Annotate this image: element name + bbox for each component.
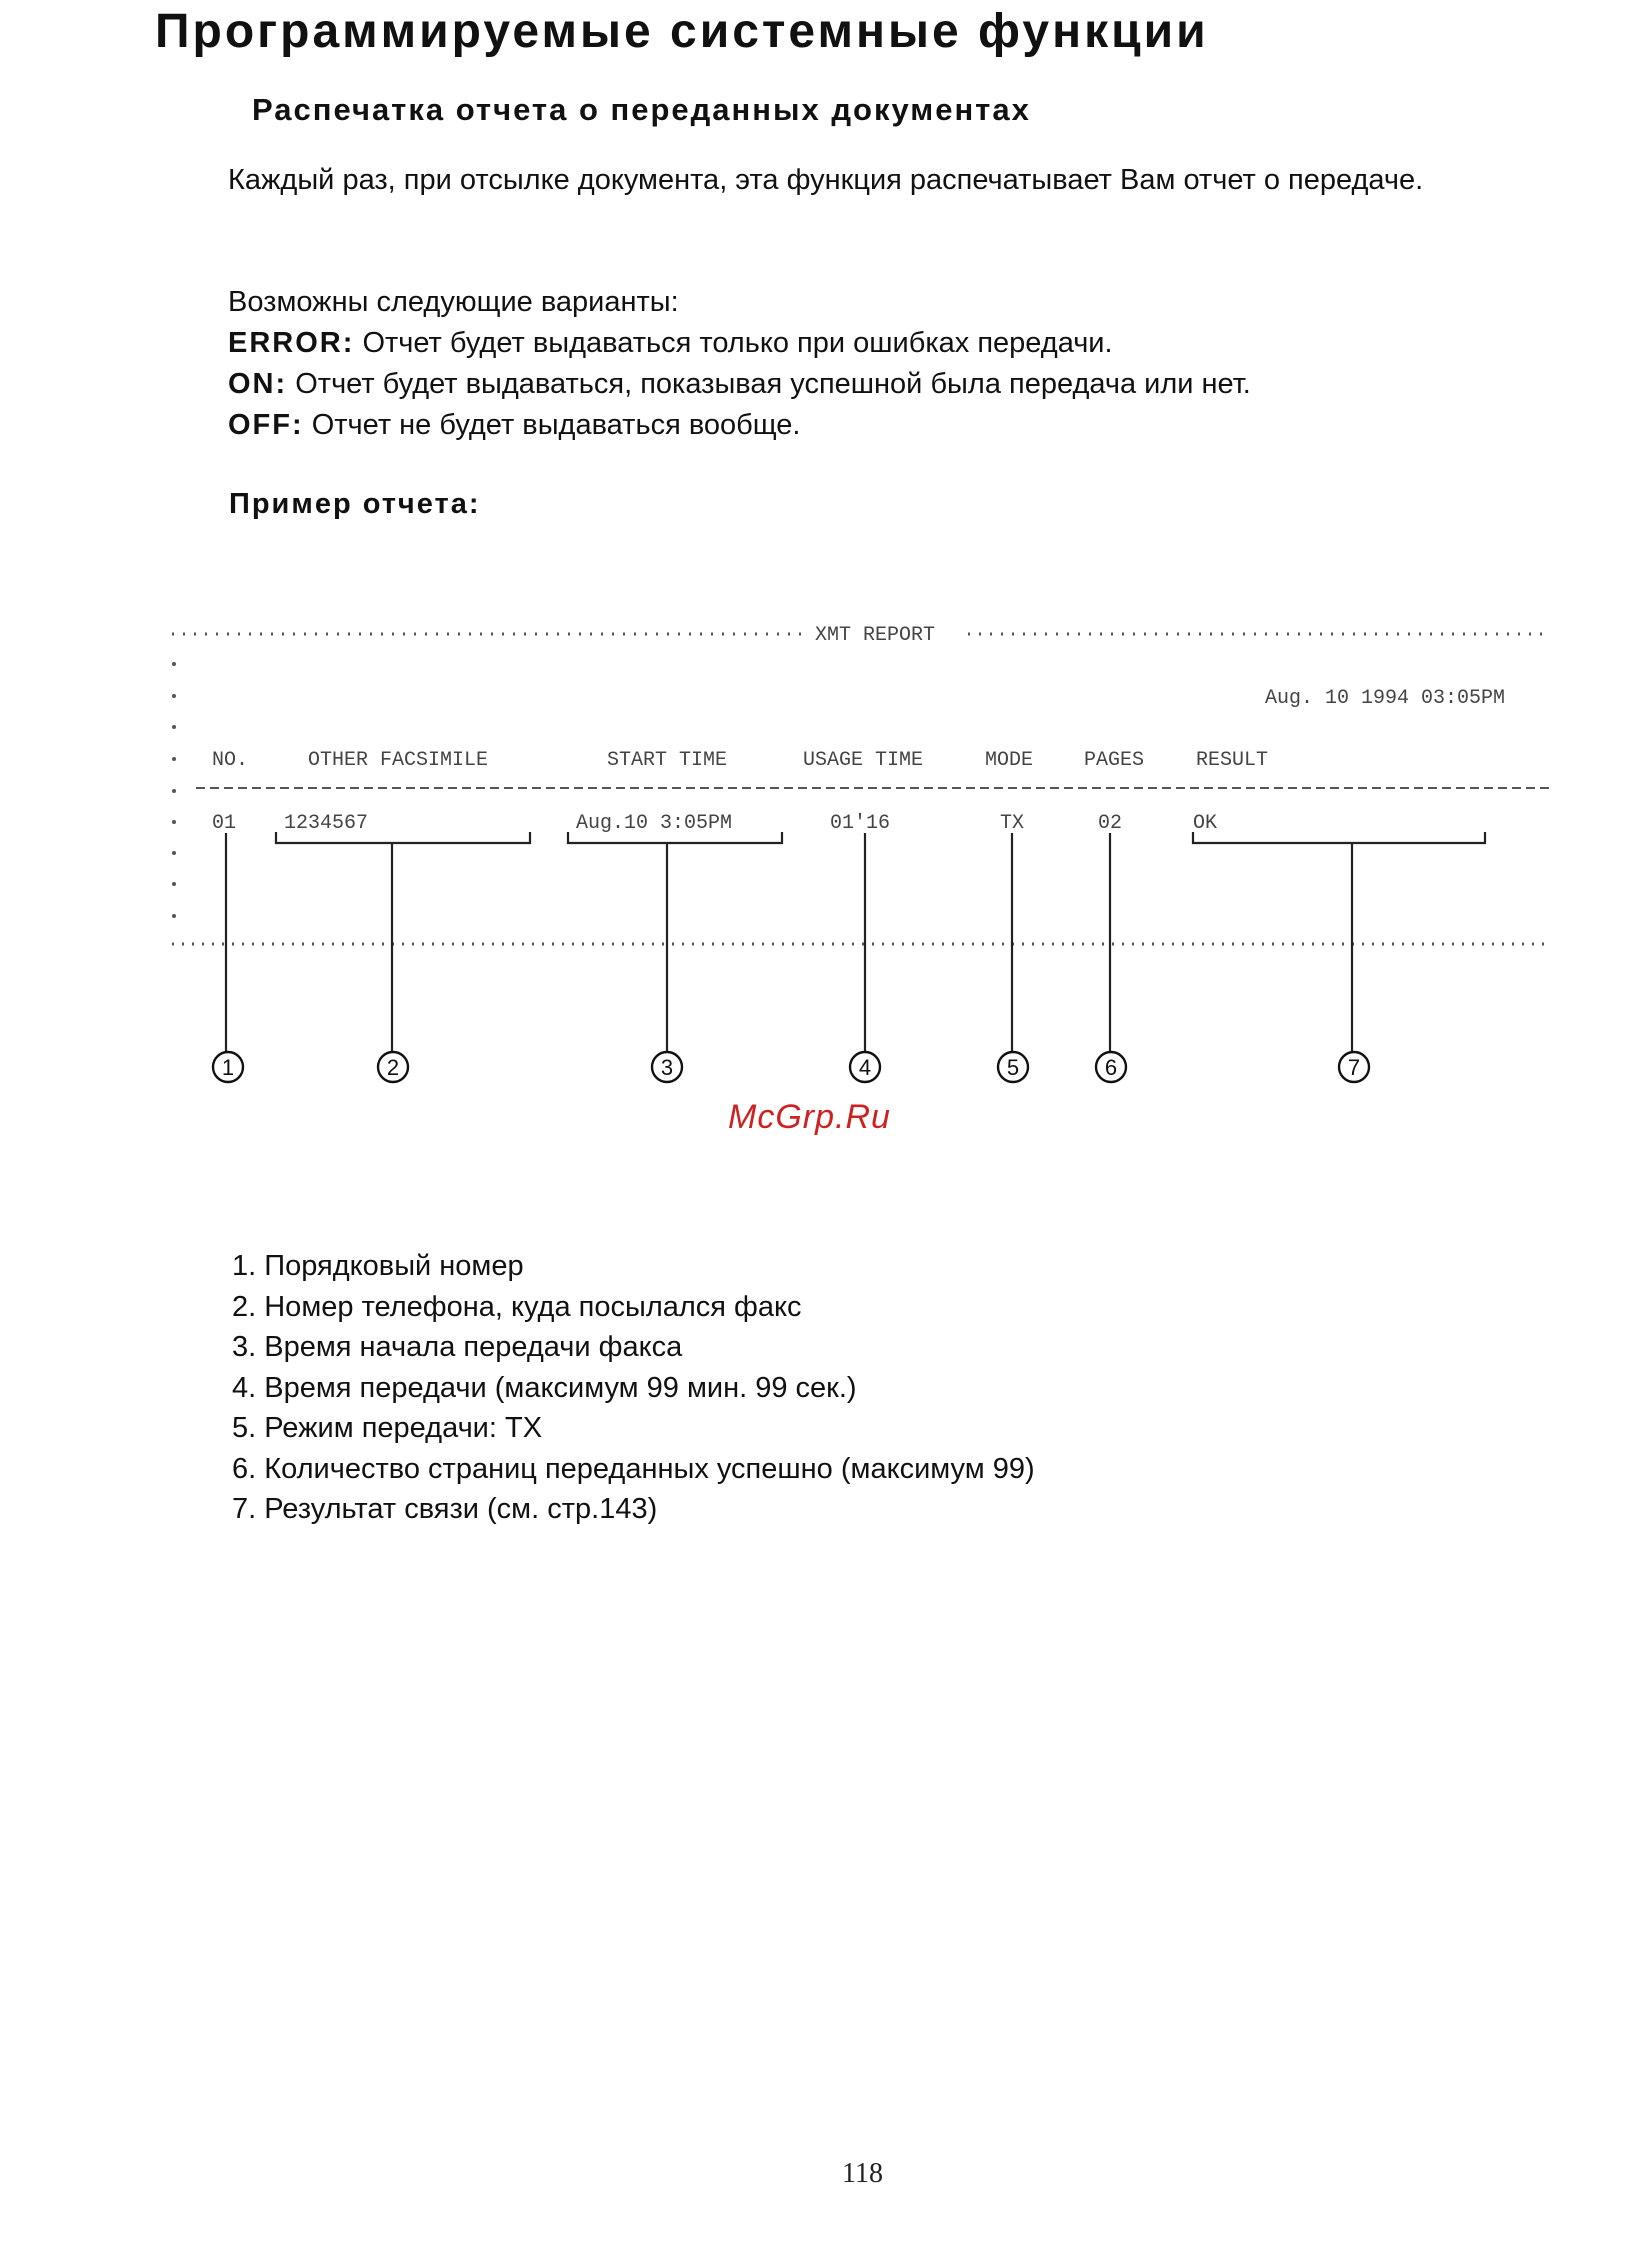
legend-item: 7. Результат связи (см. стр.143)	[232, 1493, 658, 1525]
section-subtitle: Распечатка отчета о переданных документа…	[252, 92, 1031, 127]
option-key: OFF:	[228, 409, 304, 441]
report-diagram: XMT REPORT Aug. 10 1994 03:05PM NO. OTHE…	[172, 624, 1550, 1084]
options-block: Возможны следующие варианты: ERROR: Отче…	[228, 282, 1508, 446]
option-key: ERROR:	[228, 327, 355, 359]
callout-circle-5	[996, 1050, 1030, 1084]
callout-circle-2	[376, 1050, 410, 1084]
option-text: Отчет будет выдаваться только при ошибка…	[354, 327, 1113, 359]
example-label: Пример отчета:	[229, 488, 481, 520]
leader-lines	[224, 833, 1354, 1052]
row-result: OK	[1193, 812, 1217, 835]
col-pages: PAGES	[1084, 749, 1144, 772]
row-start-time: Aug.10 3:05PM	[576, 812, 732, 835]
page-title: Программируемые системные функции	[155, 5, 1209, 58]
legend-list: 1. Порядковый номер 2. Номер телефона, к…	[232, 1246, 1035, 1530]
legend-item: 6. Количество страниц переданных успешно…	[232, 1452, 1035, 1485]
col-usage-time: USAGE TIME	[803, 749, 923, 772]
legend-item: 4. Время передачи (максимум 99 мин. 99 с…	[232, 1371, 857, 1404]
callout-7: 7	[1348, 1055, 1360, 1080]
callout-circle-7	[1337, 1050, 1371, 1084]
option-error: ERROR: Отчет будет выдаваться только при…	[228, 323, 1508, 364]
option-key: ON:	[228, 368, 288, 400]
callout-circles	[211, 1050, 1371, 1084]
row-other-facsimile: 1234567	[284, 812, 368, 835]
legend-item: 5. Режим передачи: TX	[232, 1412, 543, 1444]
bracket-other-facsimile	[274, 832, 532, 845]
col-no: NO.	[212, 749, 248, 772]
col-result: RESULT	[1196, 749, 1268, 772]
callout-labels: 1 2 3 4 5 6 7	[222, 1055, 1360, 1080]
callout-circle-6	[1094, 1050, 1128, 1084]
bracket-result	[1191, 832, 1487, 845]
legend-item: 1. Порядковый номер	[232, 1250, 524, 1282]
bracket-start-time	[566, 832, 784, 845]
report-left-margin	[172, 662, 176, 918]
callout-1: 1	[222, 1055, 234, 1080]
option-on: ON: Отчет будет выдаваться, показывая ус…	[228, 364, 1508, 405]
callout-circle-3	[650, 1050, 684, 1084]
option-off: OFF: Отчет не будет выдаваться вообще.	[228, 405, 1508, 446]
legend-item: 2. Номер телефона, куда посылался факс	[232, 1290, 802, 1323]
report-header: XMT REPORT	[815, 624, 935, 647]
col-other-facsimile: OTHER FACSIMILE	[308, 749, 488, 772]
report-brackets	[274, 832, 1487, 845]
intro-paragraph: Каждый раз, при отсылке документа, эта ф…	[228, 164, 1424, 196]
col-start-time: START TIME	[607, 749, 727, 772]
callout-4: 4	[859, 1055, 871, 1080]
callout-2: 2	[387, 1055, 399, 1080]
row-mode: TX	[1000, 812, 1024, 835]
callout-circle-4	[848, 1050, 882, 1084]
watermark: McGrp.Ru	[728, 1098, 891, 1136]
option-text: Отчет не будет выдаваться вообще.	[303, 409, 801, 441]
callout-5: 5	[1007, 1055, 1019, 1080]
option-text: Отчет будет выдаваться, показывая успешн…	[287, 368, 1251, 400]
row-no: 01	[212, 812, 236, 835]
col-mode: MODE	[985, 749, 1033, 772]
row-usage-time: 01'16	[830, 812, 890, 835]
callout-3: 3	[661, 1055, 673, 1080]
legend-item: 3. Время начала передачи факса	[232, 1331, 683, 1363]
page-number: 118	[842, 2158, 883, 2189]
options-heading: Возможны следующие варианты:	[228, 286, 679, 318]
callout-circle-1	[211, 1050, 245, 1084]
report-date: Aug. 10 1994 03:05PM	[1265, 687, 1505, 710]
callout-6: 6	[1105, 1055, 1117, 1080]
row-pages: 02	[1098, 812, 1122, 835]
